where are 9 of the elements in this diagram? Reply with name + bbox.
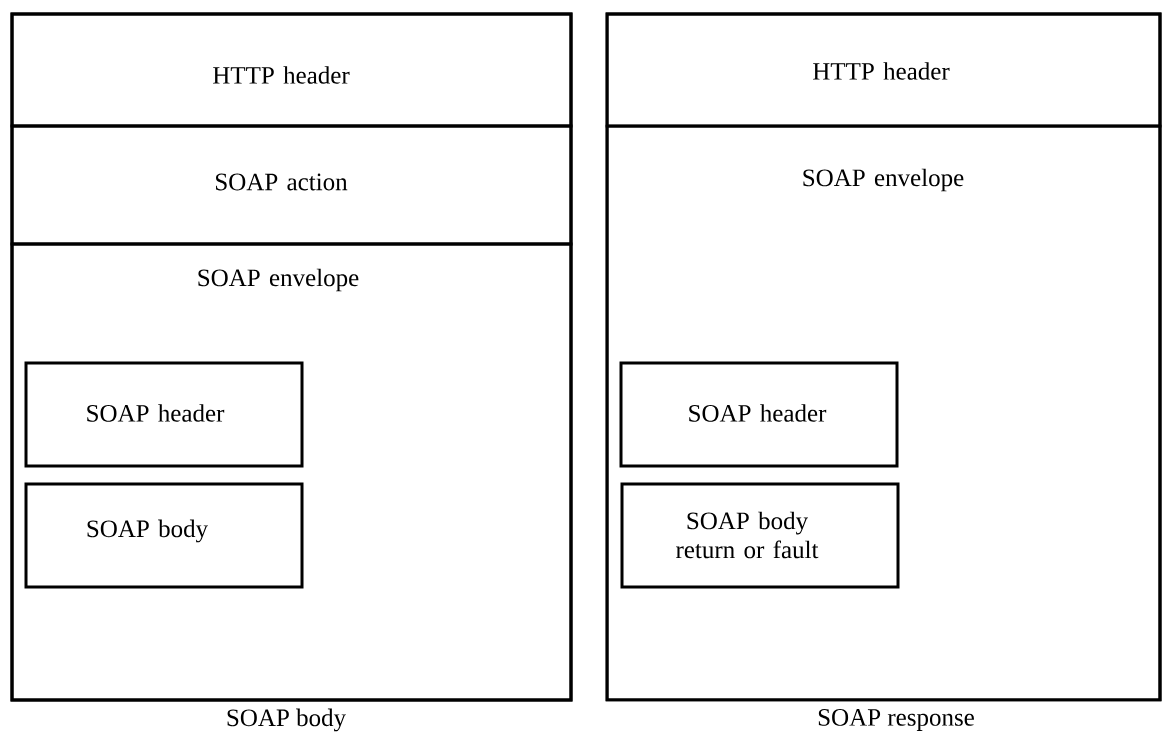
section-box: SOAP header xyxy=(24,361,304,468)
frame-label: SOAP body xyxy=(227,708,346,732)
section-box: SOAP body return or fault xyxy=(620,482,900,589)
frame-label: SOAP response xyxy=(818,709,974,731)
section-box: SOAP header xyxy=(619,361,899,468)
section-box: SOAP body xyxy=(24,482,304,589)
header-band: HTTP header xyxy=(10,12,573,128)
header-band: SOAP action xyxy=(10,124,573,246)
header-band: HTTP header xyxy=(605,12,1162,128)
